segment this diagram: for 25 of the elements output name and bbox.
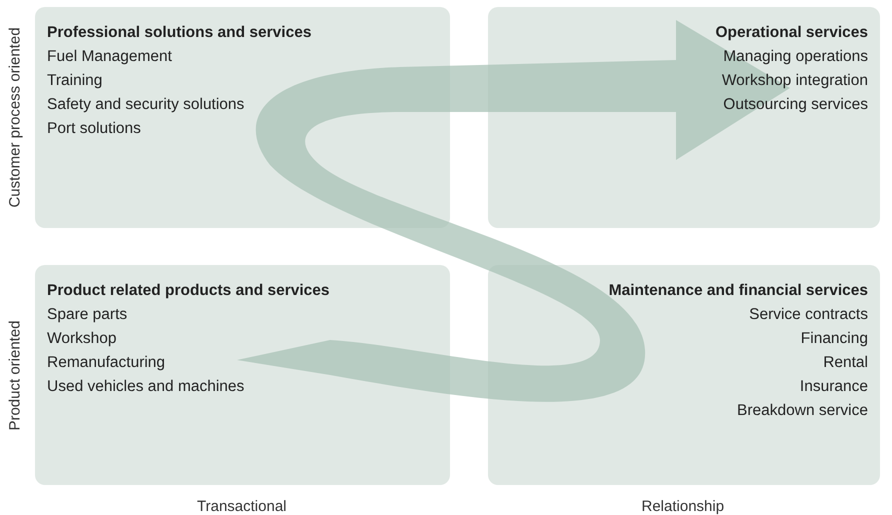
list-item: Training (47, 71, 104, 91)
list-item: Managing operations (722, 47, 868, 67)
axis-label: Transactional (197, 498, 286, 514)
list-item: Used vehicles and machines (47, 377, 246, 397)
list-item: Insurance (798, 377, 868, 397)
list-item: Financing (800, 329, 868, 349)
list-item: Fuel Management (47, 47, 173, 67)
list-item: Remanufacturing (47, 353, 166, 373)
list-item: Workshop integration (720, 71, 868, 91)
list-item: Breakdown service (736, 401, 868, 421)
list-item: Rental (822, 353, 868, 373)
panel-heading: Operational services (714, 23, 868, 43)
list-item: Workshop (47, 329, 118, 349)
panel-heading: Maintenance and financial services (608, 281, 868, 301)
list-item: Safety and security solutions (47, 95, 246, 115)
list-item: Service contracts (748, 305, 868, 325)
list-item: Spare parts (47, 305, 128, 325)
axis-label: Customer process oriented (6, 26, 24, 208)
list-item: Outsourcing services (722, 95, 868, 115)
panel-heading: Product related products and services (47, 281, 331, 301)
axis-label: Relationship (642, 498, 724, 514)
axis-label: Product oriented (6, 320, 24, 430)
panel-heading: Professional solutions and services (47, 23, 312, 43)
list-item: Port solutions (47, 119, 142, 139)
quadrant-panel (35, 265, 450, 485)
